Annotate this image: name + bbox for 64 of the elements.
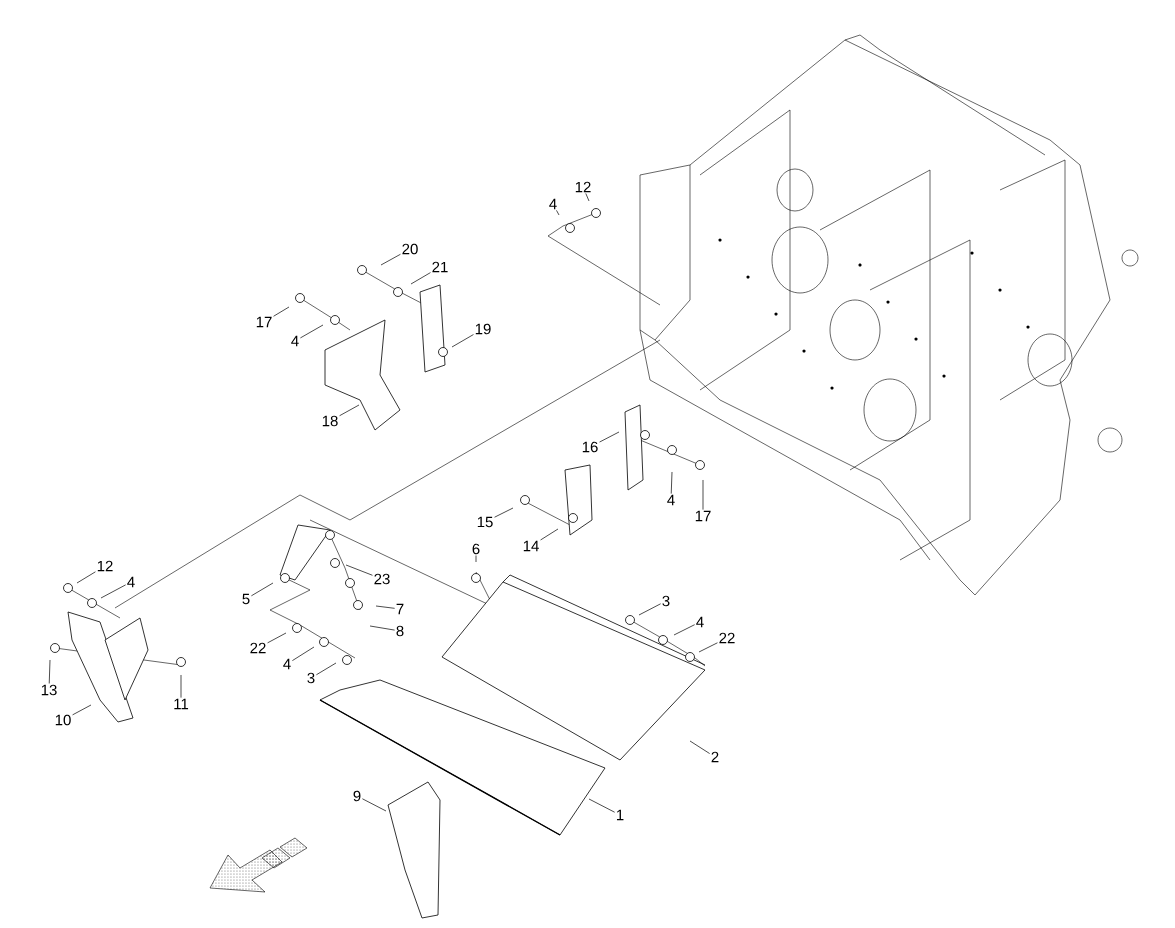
callout-number: 22 xyxy=(250,642,266,654)
callout-number: 17 xyxy=(256,316,272,328)
callout-number: 11 xyxy=(174,698,189,710)
callout-number: 7 xyxy=(396,603,404,615)
callout-number: 22 xyxy=(719,632,735,644)
callout-number: 23 xyxy=(374,573,390,585)
leader-line xyxy=(362,798,387,812)
callout-number: 6 xyxy=(472,543,480,555)
callout-number: 4 xyxy=(549,198,557,210)
callout-number: 3 xyxy=(662,595,670,607)
leader-line xyxy=(585,193,590,202)
callout-number: 4 xyxy=(291,335,299,347)
callout-number: 2 xyxy=(711,751,719,763)
leader-line xyxy=(689,740,710,754)
leader-line xyxy=(702,479,704,510)
callout-number: 4 xyxy=(667,494,675,506)
callout-number: 9 xyxy=(353,790,361,802)
callout-number: 18 xyxy=(322,415,338,427)
leader-line xyxy=(698,642,718,653)
leader-line xyxy=(475,555,477,563)
callout-number: 17 xyxy=(695,510,711,522)
callout-number: 15 xyxy=(477,516,493,528)
callout-number: 20 xyxy=(402,243,418,255)
callout-number: 14 xyxy=(523,540,539,552)
callout-number: 19 xyxy=(475,323,491,335)
leader-line xyxy=(273,306,290,317)
leader-line xyxy=(48,659,51,684)
leader-line xyxy=(410,272,431,285)
leader-line xyxy=(540,528,559,541)
leader-line xyxy=(292,646,315,661)
leader-line xyxy=(345,564,373,576)
callout-number: 13 xyxy=(41,684,57,696)
leader-line xyxy=(100,584,126,599)
callout-number: 8 xyxy=(396,625,404,637)
leader-line xyxy=(251,582,274,597)
callout-number: 1 xyxy=(617,809,624,821)
leader-line xyxy=(588,798,615,813)
callout-number: 12 xyxy=(97,560,113,572)
leader-line xyxy=(494,507,514,518)
callout-number: 10 xyxy=(55,714,71,726)
leader-line xyxy=(316,662,337,676)
leader-line xyxy=(375,605,395,609)
callout-number: 5 xyxy=(242,593,250,605)
callout-number: 12 xyxy=(575,181,591,193)
leader-line xyxy=(72,704,92,716)
callout-number: 21 xyxy=(432,261,448,273)
callout-number: 4 xyxy=(127,576,135,588)
leader-line xyxy=(380,253,401,266)
leader-line xyxy=(300,324,324,339)
callout-number: 4 xyxy=(283,658,291,670)
callout-number: 3 xyxy=(307,672,315,684)
leader-line xyxy=(451,334,474,348)
leader-line xyxy=(76,571,96,584)
leader-line xyxy=(638,603,661,616)
leader-line xyxy=(670,471,673,494)
leader-line xyxy=(267,632,287,644)
callout-number: 4 xyxy=(696,616,704,628)
leader-line xyxy=(599,431,620,443)
leader-line xyxy=(180,674,182,698)
leader-line xyxy=(556,210,560,216)
leader-line xyxy=(369,625,395,631)
leader-line xyxy=(339,404,360,417)
leader-line xyxy=(673,624,695,636)
callout-number: 16 xyxy=(582,441,598,453)
